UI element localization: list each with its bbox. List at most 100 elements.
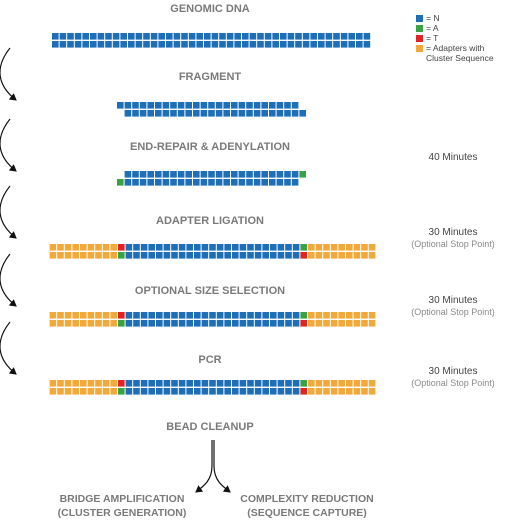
size-selection-top-block-n — [239, 312, 247, 319]
end-repair-bottom-block-n — [124, 179, 132, 186]
fragment-bottom-block-n — [223, 110, 230, 117]
legend: = N = A = T = Adapters with Cluster Sequ… — [416, 13, 506, 63]
pcr-top-block-n — [285, 380, 292, 387]
adapter-ligation-top-block-n — [140, 244, 148, 251]
genomic-dna-top-block-n — [272, 33, 279, 40]
size-selection-top-block-adapter — [361, 312, 368, 319]
legend-swatch-a — [416, 24, 423, 32]
pcr-top-block-n — [239, 380, 247, 387]
genomic-dna-top-block-n — [67, 33, 74, 40]
adapter-ligation-top-block-n — [125, 244, 133, 251]
genomic-dna-top-block-n — [295, 33, 302, 40]
pcr-top-block-adapter — [361, 380, 368, 387]
adapter-ligation-bottom-block-n — [285, 252, 292, 259]
size-selection-top-block-n — [209, 312, 216, 319]
size-selection-bottom-block-adapter — [49, 320, 57, 327]
adapter-ligation-top-block-n — [224, 244, 231, 251]
genomic-dna-top-block-n — [120, 33, 127, 40]
genomic-dna-top-block-n — [226, 33, 234, 40]
adapter-ligation-top-block-adapter — [80, 244, 87, 251]
end-repair-bottom-block-n — [185, 179, 192, 186]
adapter-ligation-bottom-block-adapter — [64, 252, 72, 259]
adapter-ligation-top-block-n — [239, 244, 247, 251]
adapter-ligation-bottom-block-adapter — [323, 252, 330, 259]
genomic-dna-bottom-block-n — [310, 41, 317, 48]
pcr-bottom-block-adapter — [87, 388, 95, 395]
adapter-ligation-bottom-block-adapter — [80, 252, 87, 259]
pcr-bottom-block-n — [194, 388, 201, 395]
adapter-ligation-top-block-adapter — [57, 244, 64, 251]
end-repair-top-block-n — [215, 171, 223, 178]
step-title-bead-cleanup: BEAD CLEANUP — [166, 421, 254, 433]
adapter-ligation-top-block-a — [300, 244, 307, 251]
fragment-top-block-n — [124, 102, 132, 109]
legend-label-n: = N — [426, 13, 440, 23]
pcr-bottom-block-adapter — [49, 388, 57, 395]
end-repair-bottom-block-n — [284, 179, 291, 186]
adapter-ligation-top-block-n — [156, 244, 163, 251]
size-selection-top-block-n — [156, 312, 163, 319]
end-repair-bottom-block-n — [139, 179, 147, 186]
end-repair-top-block-n — [246, 171, 253, 178]
adapter-ligation-top-block-adapter — [72, 244, 79, 251]
pcr-top-block-adapter — [110, 380, 117, 387]
end-repair-top-block-n — [162, 171, 170, 178]
size-selection-bottom-block-n — [277, 320, 285, 327]
size-selection-top-block-n — [178, 312, 186, 319]
genomic-dna-bottom-block-n — [333, 41, 340, 48]
genomic-dna-bottom-block-n — [128, 41, 135, 48]
fragment-bottom-block-n — [147, 110, 154, 117]
size-selection-top-block-n — [140, 312, 148, 319]
pcr-bottom-block-adapter — [64, 388, 72, 395]
step-arrow-4 — [0, 253, 17, 307]
size-selection-bottom-block-n — [125, 320, 133, 327]
pcr-bottom-block-adapter — [57, 388, 64, 395]
end-repair-top-block-n — [200, 171, 208, 178]
genomic-dna-top-block-n — [325, 33, 333, 40]
end-repair-bottom-block-a — [117, 179, 124, 186]
pcr-top-block-n — [232, 380, 239, 387]
fragment-top-block-n — [147, 102, 154, 109]
pcr-bottom-block-adapter — [338, 388, 345, 395]
size-selection-bottom-block-adapter — [308, 320, 315, 327]
fragment-top-block-n — [223, 102, 230, 109]
pcr-bottom-block-n — [148, 388, 155, 395]
size-selection-top-block-n — [133, 312, 140, 319]
pcr-top-block-n — [163, 380, 171, 387]
genomic-dna-bottom-block-n — [318, 41, 325, 48]
size-selection-top-block-n — [232, 312, 239, 319]
end-repair-top-block-n — [238, 171, 246, 178]
genomic-dna-bottom-block-n — [302, 41, 310, 48]
genomic-dna-bottom-block-n — [249, 41, 257, 48]
size-selection-top-block-n — [163, 312, 171, 319]
size-selection-top-block-adapter — [80, 312, 87, 319]
genomic-dna-bottom-block-n — [173, 41, 181, 48]
genomic-dna-top-block-n — [112, 33, 120, 40]
outcome-line-1: COMPLEXITY REDUCTION — [240, 493, 374, 505]
size-selection-top-block-adapter — [315, 312, 323, 319]
pcr-top-block-n — [194, 380, 201, 387]
fragment-bottom-block-n — [253, 110, 261, 117]
time-note-main: 40 Minutes — [428, 152, 478, 163]
fragment-bottom-block-n — [132, 110, 139, 117]
pcr-top-block-adapter — [308, 380, 315, 387]
genomic-dna-bottom-block-n — [82, 41, 89, 48]
adapter-ligation-top-block-adapter — [361, 244, 368, 251]
pcr-top-block-n — [186, 380, 193, 387]
fragment-top-block-n — [215, 102, 223, 109]
adapter-ligation-bottom-block-adapter — [95, 252, 102, 259]
size-selection-top-block-adapter — [110, 312, 117, 319]
adapter-ligation-bottom-block-n — [186, 252, 193, 259]
genomic-dna-bottom-block-n — [242, 41, 249, 48]
legend-item-a: = A — [416, 23, 506, 33]
size-selection-top-block-n — [277, 312, 285, 319]
time-note-size-selection: 30 Minutes (Optional Stop Point) — [398, 295, 507, 317]
adapter-ligation-bottom-block-n — [224, 252, 231, 259]
pcr-bottom-block-n — [171, 388, 178, 395]
pcr-bottom-block-adapter — [308, 388, 315, 395]
legend-swatch-adapter — [416, 44, 423, 52]
genomic-dna-bottom-block-n — [158, 41, 165, 48]
adapter-ligation-top-block-adapter — [95, 244, 102, 251]
genomic-dna-bottom-block-n — [280, 41, 287, 48]
adapter-ligation-bottom-block-n — [216, 252, 224, 259]
